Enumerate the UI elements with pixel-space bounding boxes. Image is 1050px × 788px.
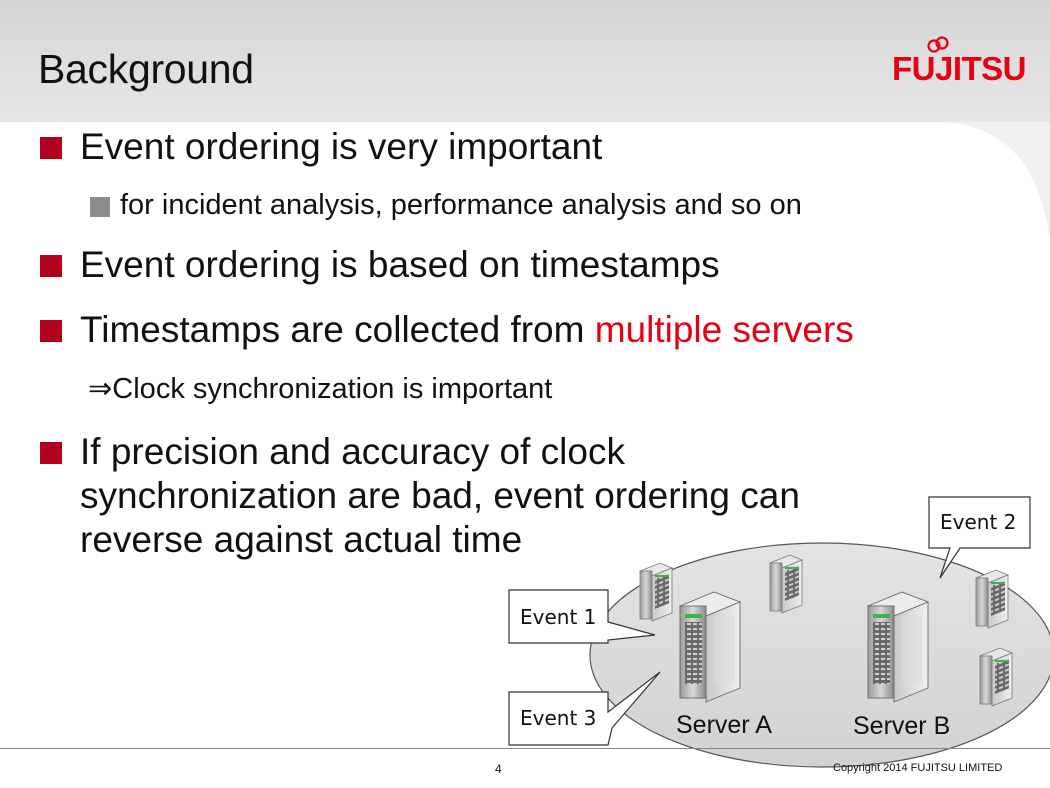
- bullet-text: Event ordering is very important: [80, 126, 603, 167]
- sub-bullet-text: for incident analysis, performance analy…: [120, 189, 802, 221]
- page-title: Background: [38, 46, 254, 92]
- small-server-icon: [768, 554, 804, 614]
- bullet-square-icon: [40, 442, 62, 464]
- bullet-square-icon: [40, 137, 62, 159]
- small-server-icon: [974, 569, 1010, 629]
- copyright-text: Copyright 2014 FUJITSU LIMITED: [833, 762, 1003, 774]
- small-server-icon: [638, 562, 674, 622]
- callout-event-2-text: Event 2: [940, 510, 1016, 534]
- page-number: 4: [495, 762, 502, 776]
- server-b-icon: [866, 591, 930, 703]
- bullet-text-plain: Timestamps are collected from: [80, 309, 595, 350]
- header-band: [0, 0, 1050, 240]
- server-a-label: Server A: [676, 711, 772, 739]
- bullet-square-icon: [40, 320, 62, 342]
- bullet-precision-accuracy: If precision and accuracy of clock synch…: [80, 430, 800, 562]
- bullet-line-1: If precision and accuracy of clock: [80, 431, 625, 472]
- bullet-square-icon: [40, 255, 62, 277]
- server-b-label: Server B: [853, 712, 950, 740]
- callout-event-3-text: Event 3: [520, 706, 596, 730]
- fujitsu-logo: FUJITSU: [892, 50, 1027, 87]
- bullet-text: Event ordering is based on timestamps: [80, 244, 720, 285]
- fujitsu-logo-loop-icon: [927, 36, 949, 53]
- callout-event-2: Event 2: [928, 496, 1031, 579]
- server-a-icon: [678, 591, 742, 703]
- bullet-line-2: synchronization are bad, event ordering …: [80, 475, 800, 516]
- bullet-line-3: reverse against actual time: [80, 519, 523, 560]
- footer-divider: [0, 748, 1050, 749]
- highlight-multiple-servers: multiple servers: [594, 309, 854, 350]
- callout-event-3: Event 3: [508, 671, 661, 746]
- clock-sync-note: ⇒Clock synchronization is important: [88, 373, 553, 405]
- callout-event-1-text: Event 1: [520, 605, 596, 629]
- bullet-text: Timestamps are collected from multiple s…: [80, 308, 854, 352]
- sub-bullet-square-icon: [90, 197, 110, 217]
- callout-event-1: Event 1: [508, 589, 656, 644]
- small-server-icon: [978, 647, 1014, 707]
